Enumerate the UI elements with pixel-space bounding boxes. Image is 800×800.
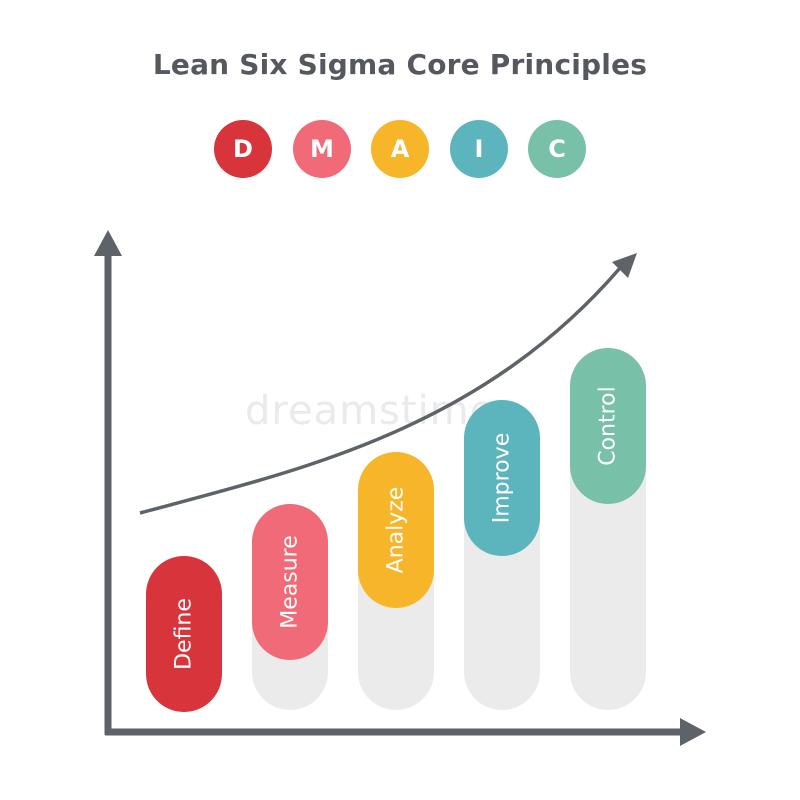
y-axis-arrow-icon [94,230,122,256]
circle-c: C [528,120,586,178]
watermark: dreamstime [245,388,496,434]
bar-control [570,348,646,504]
bar-improve [464,400,540,556]
axes [94,230,706,746]
bar-label-define: Define [172,598,197,670]
trend-arrow-icon [612,253,637,278]
circle-letter-d: D [233,135,253,163]
x-axis-arrow-icon [680,718,706,746]
bar-label-analyze: Analyze [384,487,409,574]
bar-define [146,556,222,712]
bar-label-measure: Measure [278,535,303,629]
trend-curve [139,266,622,515]
bar-analyze [358,452,434,608]
bar-label-control: Control [596,386,621,466]
step-bars: Define Measure Analyze Improve Control [146,348,646,712]
page-title: Lean Six Sigma Core Principles [152,48,648,81]
bar-label-improve: Improve [490,433,515,523]
bar-measure [252,504,328,660]
circle-d: D [214,120,272,178]
circle-m: M [293,120,351,178]
circle-a: A [371,120,429,178]
circle-letter-a: A [390,135,410,163]
dmaic-circles: D M A I C [0,120,800,180]
circle-letter-i: I [474,135,484,163]
circle-letter-m: M [310,135,334,163]
circle-i: I [450,120,508,178]
circle-letter-c: C [548,135,566,163]
